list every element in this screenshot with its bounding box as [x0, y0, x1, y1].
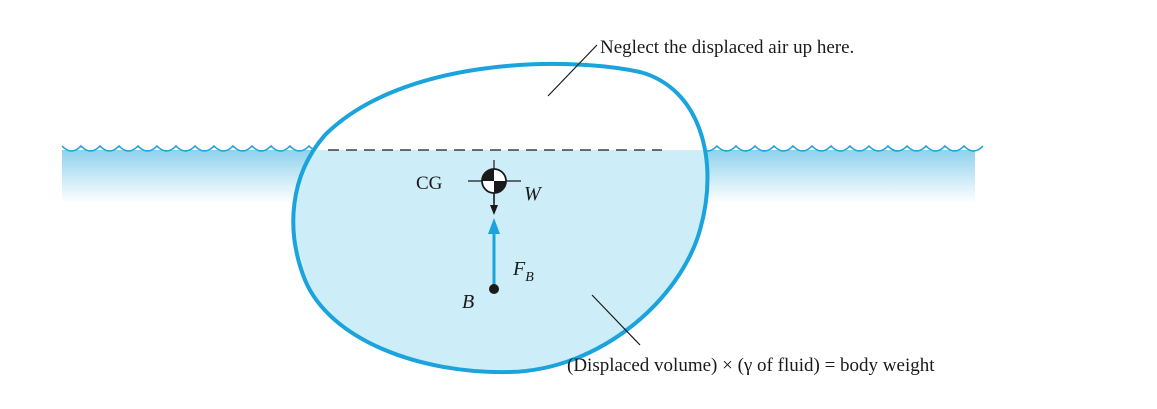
leader-line-bottom: [591, 294, 641, 346]
neglect-air-note: Neglect the displaced air up here.: [600, 37, 854, 58]
buoyant-force-arrow: [488, 218, 500, 287]
buoyant-force-label: FB: [512, 258, 534, 285]
weight-arrow: [490, 193, 498, 215]
buoyant-force-symbol: F: [512, 258, 526, 280]
submerged-volume: [293, 150, 708, 373]
leader-line-top: [547, 44, 598, 97]
floating-body-outline: [291, 61, 710, 375]
cg-label: CG: [416, 173, 443, 194]
center-of-buoyancy-label: B: [462, 291, 474, 313]
weight-label: W: [524, 183, 543, 205]
water-surface-waves: [61, 144, 984, 152]
buoyant-force-subscript: B: [525, 270, 534, 285]
equilibrium-note: (Displaced volume) × (γ of fluid) = body…: [567, 355, 935, 376]
center-of-buoyancy-point: [489, 284, 499, 294]
